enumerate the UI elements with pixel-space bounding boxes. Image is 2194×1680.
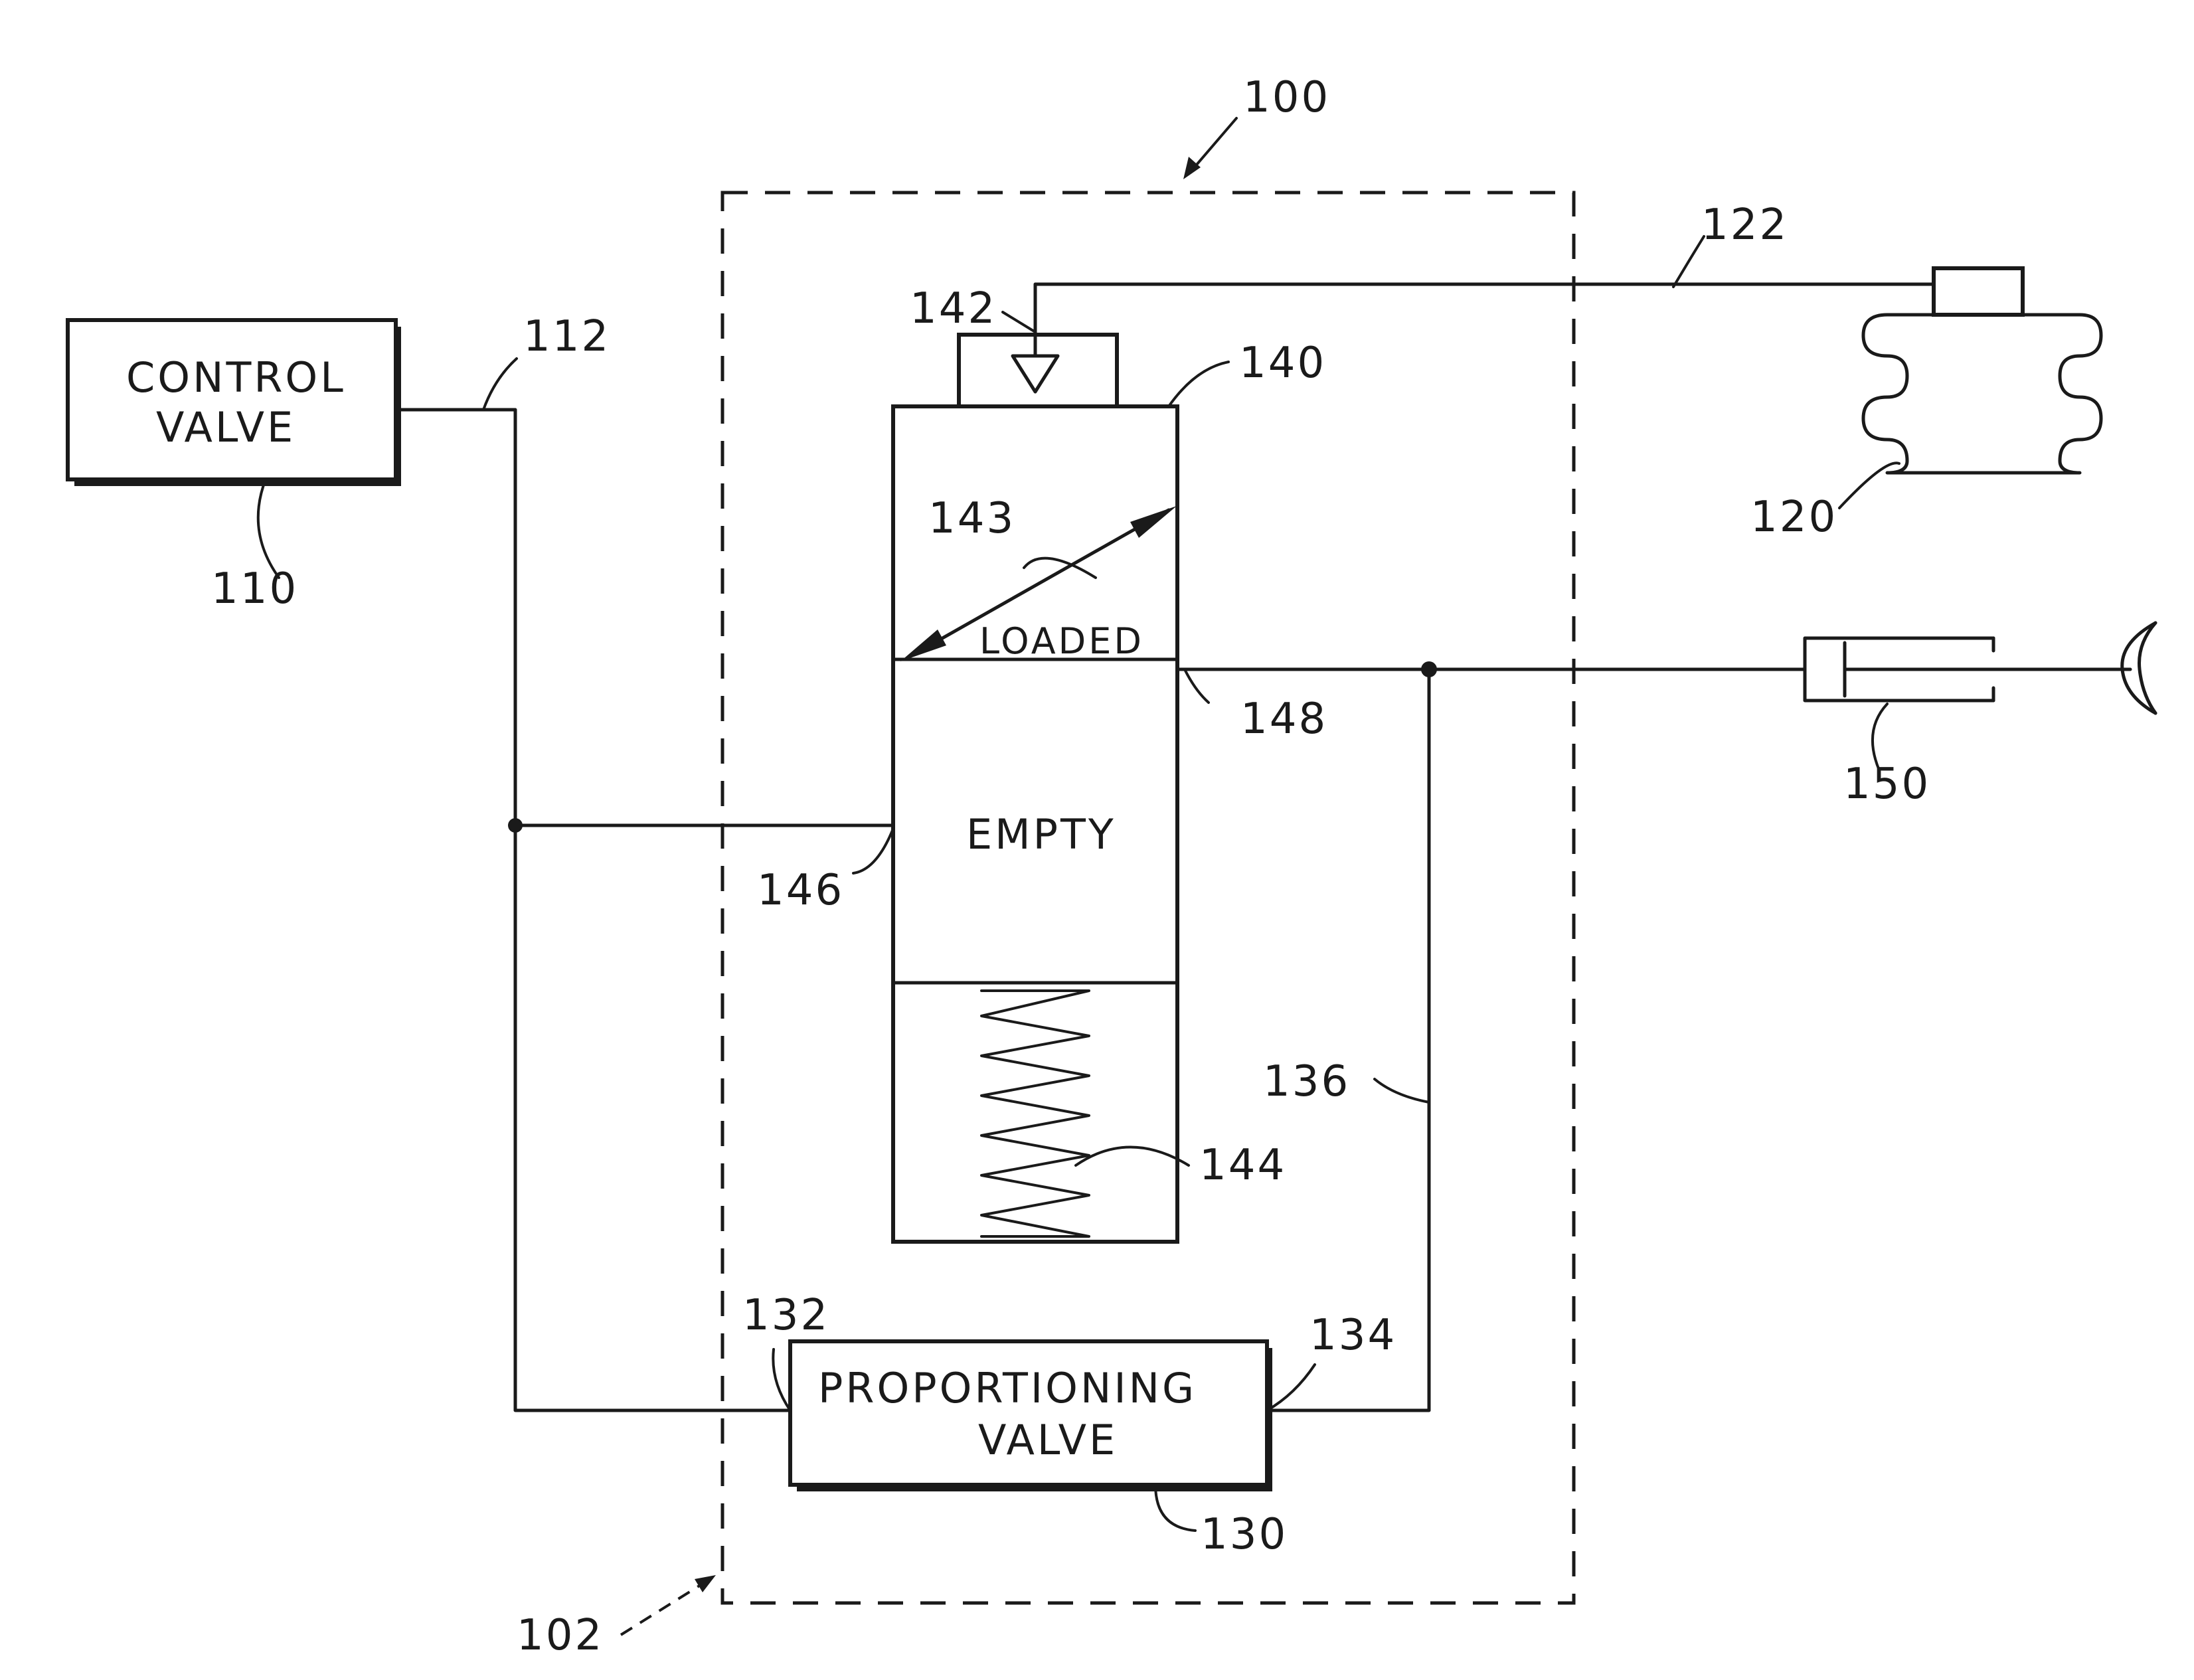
empty-label: EMPTY xyxy=(966,810,1116,859)
ref-132: 132 xyxy=(742,1291,829,1340)
ref-143: 143 xyxy=(928,494,1015,543)
control-valve-label-2: VALVE xyxy=(156,403,295,452)
ref-144: 144 xyxy=(1199,1141,1286,1190)
ref-134: 134 xyxy=(1309,1311,1396,1360)
line-122 xyxy=(1035,284,1934,356)
ref-142: 142 xyxy=(910,284,997,333)
ref-146: 146 xyxy=(757,866,844,915)
control-valve-label-1: CONTROL xyxy=(126,353,346,402)
loaded-label: LOADED xyxy=(979,620,1144,662)
brake-actuator-icon xyxy=(1805,623,2155,713)
air-spring-icon xyxy=(1863,268,2101,473)
line-112 xyxy=(396,410,790,1410)
ref-136: 136 xyxy=(1263,1057,1350,1106)
ref-140: 140 xyxy=(1239,339,1326,388)
reservoir-140 xyxy=(893,335,1177,1242)
ref-150: 150 xyxy=(1843,760,1930,809)
control-valve-box: CONTROL VALVE xyxy=(68,320,401,486)
line-136 xyxy=(1267,669,1429,1410)
ref-148: 148 xyxy=(1240,695,1327,744)
ref-102: 102 xyxy=(517,1611,604,1660)
proportioning-valve-box: PROPORTIONING VALVE xyxy=(790,1341,1272,1491)
ref-120: 120 xyxy=(1750,493,1837,542)
proportioning-valve-label-2: VALVE xyxy=(978,1416,1118,1464)
ref-100: 100 xyxy=(1243,73,1330,122)
ref-110: 110 xyxy=(211,564,298,614)
ref-130: 130 xyxy=(1201,1510,1288,1559)
proportioning-valve-label-1: PROPORTIONING xyxy=(818,1364,1197,1412)
ref-112: 112 xyxy=(523,312,610,361)
ref-122: 122 xyxy=(1701,201,1788,250)
